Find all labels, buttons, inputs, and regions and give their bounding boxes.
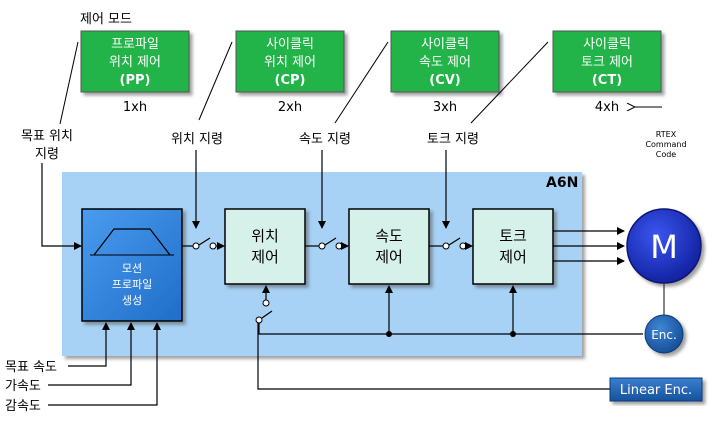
mode-cv-abbr: (CV) [429, 73, 460, 88]
rtex-note-line1: RTEX [656, 130, 677, 139]
pointer-ct [470, 41, 549, 124]
position-control-label-line2: 제어 [251, 248, 279, 266]
torque-control-label-line2: 제어 [499, 248, 527, 266]
speed-control-label-line2: 제어 [375, 248, 403, 266]
target-position-label-line1: 목표 위치 [21, 129, 73, 144]
mode-pp-line1: 프로파일 [111, 37, 159, 52]
deceleration-label: 감속도 [5, 399, 41, 414]
position-control-label-line1: 위치 [251, 227, 279, 245]
torque-switch [429, 237, 473, 250]
motion-profile-label-line1: 모션 [122, 262, 142, 275]
control-mode-label: 제어 모드 [80, 12, 132, 27]
mode-box-cv: 사이클릭 속도 제어 (CV) [390, 30, 500, 93]
mode-ct-line2: 토크 제어 [581, 55, 633, 70]
linear-encoder: Linear Enc. [609, 377, 703, 402]
linear-encoder-feedback-line [257, 323, 610, 390]
mode-box-ct: 사이클릭 토크 제어 (CT) [552, 30, 662, 93]
encoder-label: Enc. [651, 328, 677, 342]
speed-control-block: 속도 제어 [348, 208, 430, 285]
mode-pp-abbr: (PP) [120, 73, 151, 88]
motor: M [626, 208, 702, 284]
deceleration-arrow [48, 322, 161, 406]
motion-profile-block: 모션 프로파일 생성 [81, 208, 183, 322]
mode-ct-abbr: (CT) [592, 73, 622, 88]
motor-label: M [650, 228, 678, 266]
speed-switch [305, 237, 349, 250]
speed-command-label: 속도 지령 [299, 132, 351, 147]
torque-command-label: 토크 지령 [427, 132, 479, 147]
linear-encoder-label: Linear Enc. [620, 383, 692, 398]
mode-pp-code: 1xh [123, 100, 147, 115]
mode-box-cp: 사이클릭 위치 제어 (CP) [235, 30, 345, 93]
target-position-label-line2: 지령 [35, 147, 59, 162]
torque-control-block: 토크 제어 [472, 208, 554, 285]
mode-cv-line1: 사이클릭 [421, 37, 469, 52]
acceleration-label: 가속도 [5, 379, 41, 394]
mode-cp-line1: 사이클릭 [266, 37, 314, 52]
mode-box-pp: 프로파일 위치 제어 (PP) [80, 30, 190, 93]
torque-control-label-line1: 토크 [499, 227, 527, 245]
acceleration-arrow [48, 322, 135, 386]
mode-cp-code: 2xh [278, 100, 302, 115]
pointer-cp [198, 41, 233, 121]
mode-cv-line2: 속도 제어 [419, 55, 471, 70]
mode-ct-code: 4xh [595, 100, 619, 115]
rtex-note-line3: Code [656, 150, 677, 159]
position-command-label: 위치 지령 [171, 132, 223, 147]
drive-label: A6N [546, 175, 578, 191]
rtex-note-line2: Command [645, 140, 686, 149]
motion-profile-label-line3: 생성 [122, 294, 142, 307]
target-speed-label: 목표 속도 [5, 360, 57, 375]
target-speed-arrow [68, 322, 110, 367]
junction-dot-speed [386, 331, 392, 337]
position-control-block: 위치 제어 [224, 208, 306, 285]
mode-cp-abbr: (CP) [275, 73, 306, 88]
motion-profile-label-line2: 프로파일 [112, 277, 152, 291]
junction-dot-torque [510, 331, 516, 337]
position-switch [182, 237, 225, 250]
pointer-pp [59, 41, 79, 125]
mode-cp-line2: 위치 제어 [264, 55, 316, 70]
encoder: Enc. [644, 314, 684, 354]
mode-pp-line2: 위치 제어 [109, 55, 161, 70]
pointer-cv [334, 41, 389, 124]
speed-control-label-line1: 속도 [375, 227, 403, 245]
target-position-arrow [41, 163, 82, 250]
feedback-switch [255, 285, 273, 324]
trapezoid-profile-icon [93, 228, 171, 256]
mode-cv-code: 3xh [433, 100, 457, 115]
mode-ct-line1: 사이클릭 [583, 37, 631, 52]
